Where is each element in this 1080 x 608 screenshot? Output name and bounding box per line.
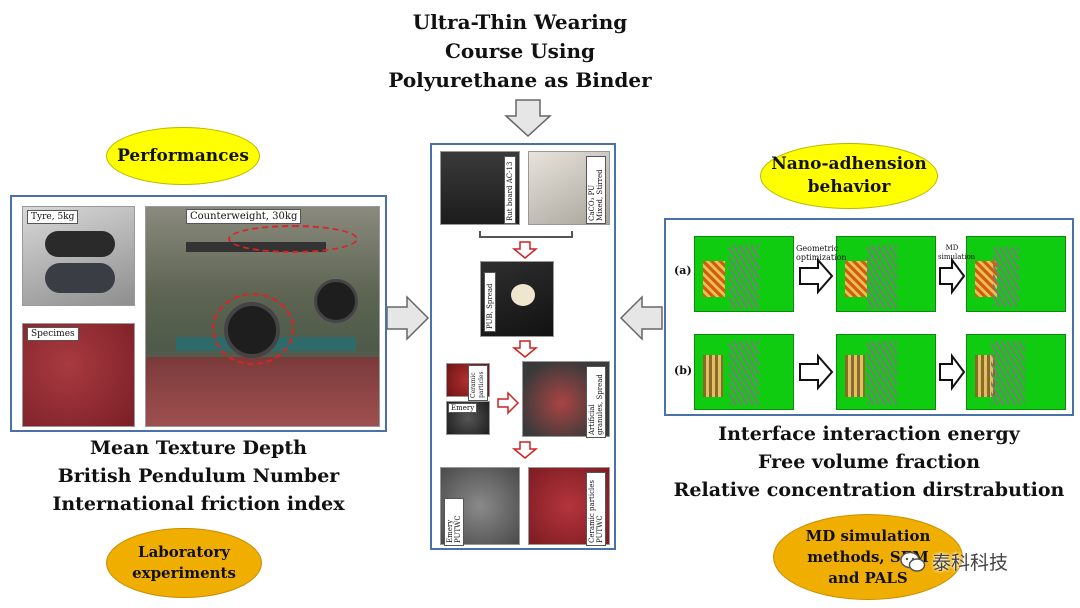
- nano-line-2: behavior: [807, 177, 891, 197]
- polymer-chain: [867, 245, 897, 309]
- mixing-photo: CaCO₃ PU Mixed, Stirred: [528, 151, 610, 225]
- performances-bubble: Performances: [106, 127, 260, 185]
- row-label-b: (b): [674, 364, 693, 377]
- emery-label: Emery: [448, 403, 478, 413]
- sim-box-b-optimized: [836, 334, 936, 410]
- crystal-layer: [975, 355, 995, 397]
- rut-board-photo: Rut board AC-13: [440, 151, 520, 225]
- sim-step-arrows: [799, 257, 966, 391]
- chat-icon: [900, 551, 926, 572]
- tyre-shape-top: [45, 231, 115, 257]
- title-line-3: Polyurethane as Binder: [388, 68, 652, 92]
- performances-label: Performances: [117, 146, 249, 166]
- crystal-layer: [845, 355, 865, 397]
- performance-metrics-list: Mean Texture Depth British Pendulum Numb…: [10, 434, 387, 518]
- polymer-chain: [729, 245, 759, 309]
- ceramic-putwc-photo: Ceramic particles PUTWC: [528, 467, 610, 546]
- crystal-layer: [703, 355, 723, 397]
- specimen-label: Specimes: [27, 327, 79, 341]
- right-arrow-icon: [386, 295, 430, 341]
- preparation-process-panel: Rut board AC-13 CaCO₃ PU Mixed, Stirred …: [430, 143, 616, 550]
- watermark: 泰科科技: [900, 548, 1008, 575]
- process-connectors: [479, 231, 573, 459]
- counterweight-label: Counterweight, 30kg: [186, 209, 302, 224]
- md-methods-bubble: MD simulation methods, SEM and PALS: [773, 514, 963, 600]
- metric-item: British Pendulum Number: [57, 465, 340, 487]
- crystal-layer: [845, 261, 867, 297]
- performance-test-panel: Tyre, 5kg Specimes Counterweight, 30kg: [10, 195, 387, 432]
- polymer-chain: [991, 341, 1025, 405]
- md-methods-line-3: and PALS: [828, 568, 908, 587]
- step-arrow-icon: [799, 257, 834, 295]
- laboratory-experiments-bubble: Laboratory experiments: [106, 528, 262, 598]
- ceramic-particles-photo: Ceramic particles: [446, 363, 490, 401]
- emery-photo: Emery: [446, 401, 490, 435]
- ceramic-putwc-label: Ceramic particles PUTWC: [586, 472, 606, 546]
- red-down-arrow-icon: [511, 441, 539, 459]
- md-methods-line-2: methods, SEM: [807, 547, 929, 566]
- sim-box-a-initial: [694, 236, 794, 312]
- lab-line-2: experiments: [132, 564, 236, 582]
- metric-item: Mean Texture Depth: [90, 437, 307, 459]
- tyre-label: Tyre, 5kg: [27, 210, 79, 224]
- red-right-arrow-icon: [497, 391, 520, 415]
- binder-blob: [511, 284, 535, 306]
- sim-box-a-md: [966, 236, 1066, 312]
- watermark-text: 泰科科技: [932, 552, 1009, 574]
- artificial-granules-photo: Artificial granules, Spread: [522, 361, 610, 438]
- counterweight-highlight: [228, 225, 358, 253]
- analysis-item: Relative concentration dirstrabution: [673, 479, 1065, 501]
- red-down-arrow-icon: [511, 340, 539, 358]
- md-analysis-list: Interface interaction energy Free volume…: [664, 420, 1074, 504]
- analysis-item: Free volume fraction: [757, 451, 981, 473]
- pu-spread-photo: PUB, Spread: [480, 261, 554, 337]
- title-line-1: Ultra-Thin Wearing: [412, 10, 628, 34]
- analysis-item: Interface interaction energy: [718, 423, 1020, 445]
- crystal-layer: [703, 261, 725, 297]
- sim-box-b-md: [966, 334, 1066, 410]
- crystal-layer: [975, 261, 997, 297]
- polymer-chain: [867, 341, 897, 405]
- metric-item: International friction index: [52, 493, 345, 515]
- down-arrow-icon: [504, 99, 552, 138]
- ceramic-label: Ceramic particles: [468, 365, 488, 401]
- artificial-granules-label: Artificial granules, Spread: [586, 366, 606, 438]
- left-arrow-icon: [619, 295, 663, 341]
- step-arrow-icon: [799, 353, 834, 391]
- polymer-chain: [993, 247, 1019, 307]
- machine-base: [146, 357, 379, 426]
- title-line-2: Course Using: [444, 39, 596, 63]
- tyre-shape-bottom: [45, 263, 115, 293]
- step-arrow-icon: [939, 257, 966, 295]
- tyre-highlight: [212, 293, 294, 365]
- nano-line-1: Nano-adhension: [771, 154, 927, 174]
- md-methods-line-1: MD simulation: [805, 526, 931, 545]
- nano-adhension-bubble: Nano-adhension behavior: [760, 143, 938, 209]
- merge-bracket: [479, 231, 573, 238]
- sim-box-b-initial: [694, 334, 794, 410]
- red-down-arrow-icon: [511, 241, 539, 259]
- step-arrow-icon: [939, 353, 966, 391]
- machine-wheel-back: [314, 279, 358, 323]
- lab-line-1: Laboratory: [138, 543, 230, 561]
- polymer-chain: [729, 341, 759, 405]
- emery-putwc-label: Emery PUTWC: [444, 498, 464, 546]
- geometric-optimization-label: Geometric optimization: [796, 244, 847, 262]
- emery-putwc-photo: Emery PUTWC: [440, 467, 520, 546]
- wheel-tracking-machine-photo: Counterweight, 30kg: [145, 206, 380, 427]
- specimen-photo: Specimes: [22, 323, 135, 427]
- sim-box-a-optimized: [836, 236, 936, 312]
- row-label-a: (a): [674, 264, 692, 277]
- pu-spread-label: PUB, Spread: [484, 272, 496, 332]
- md-simulation-step-label: MD simulation: [938, 244, 976, 261]
- diagram-title: Ultra-Thin Wearing Course Using Polyuret…: [360, 8, 680, 95]
- md-simulation-panel: (a) (b) Geometric optimization MD simula…: [664, 218, 1074, 416]
- tyre-photo: Tyre, 5kg: [22, 206, 135, 306]
